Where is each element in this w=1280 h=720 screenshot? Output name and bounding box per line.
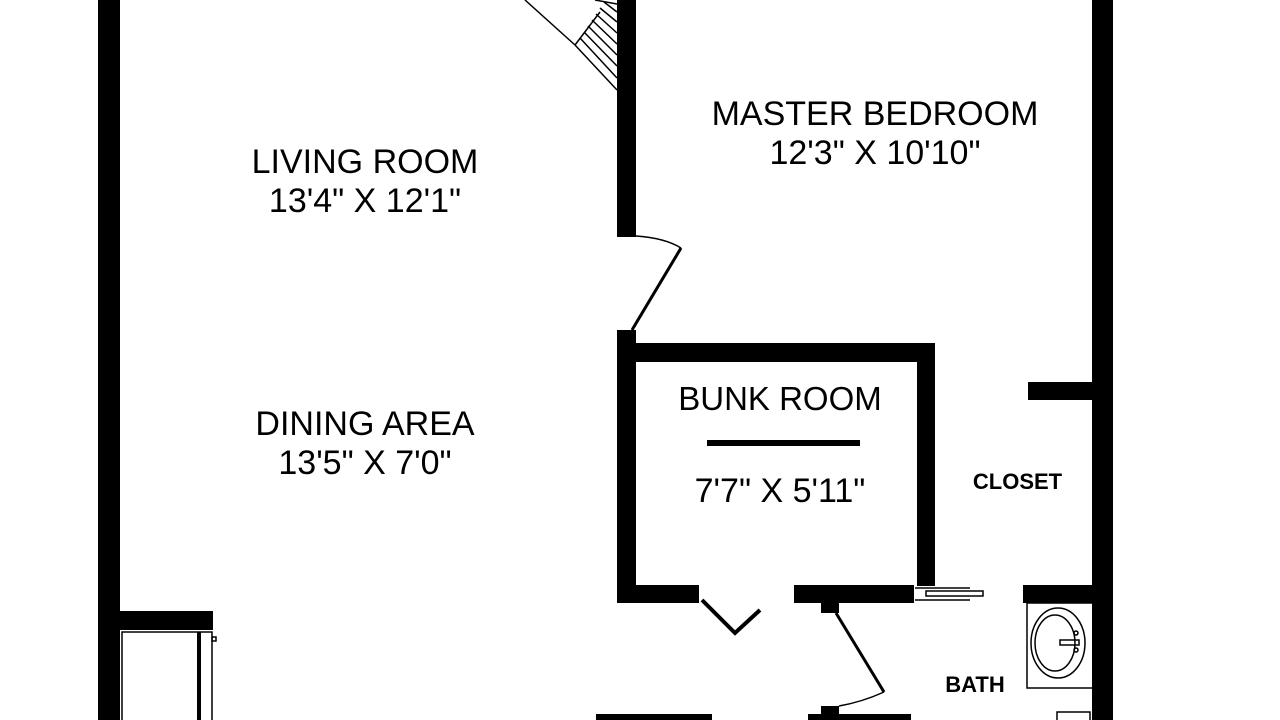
bunk-right-wall: [917, 343, 935, 586]
living-master-wall: [617, 0, 636, 237]
master-bedroom-label: MASTER BEDROOM 12'3" X 10'10": [675, 95, 1075, 173]
bunk-left-wall: [617, 330, 636, 603]
bottom-wall-right: [808, 714, 911, 720]
master-bedroom-size: 12'3" X 10'10": [769, 134, 981, 173]
bunk-room-size: 7'7" X 5'11": [694, 472, 866, 510]
dining-area-label: DINING AREA 13'5" X 7'0": [220, 405, 510, 483]
walls: [98, 0, 1113, 720]
closet-stub-wall: [1028, 382, 1093, 400]
lower-left-wall: [120, 611, 213, 630]
fixtures: [121, 0, 1094, 720]
master-door-swing: [635, 235, 682, 249]
master-bedroom-name: MASTER BEDROOM: [711, 95, 1039, 133]
living-room-label: LIVING ROOM 13'4" X 12'1": [225, 143, 505, 221]
bath-door-leaf: [834, 612, 886, 693]
bunk-bottom-wall-right: [794, 585, 914, 603]
toilet-tank: [1056, 711, 1091, 720]
bath-top-wall: [1023, 585, 1093, 603]
bath-door-swing: [838, 691, 885, 707]
bath-door-jamb-top: [821, 603, 839, 613]
living-room-name: LIVING ROOM: [251, 143, 479, 181]
bunk-top-wall: [617, 343, 935, 362]
living-room-size: 13'4" X 12'1": [268, 182, 462, 221]
stairs: [524, 0, 618, 91]
master-door-leaf: [630, 247, 683, 331]
dining-area-size: 13'5" X 7'0": [278, 444, 452, 483]
bunk-bifold-door: [700, 598, 762, 636]
left-outer-wall: [98, 0, 120, 720]
bunk-divider-line: [707, 440, 860, 446]
right-outer-wall: [1092, 0, 1113, 720]
closet-sliding-door: [915, 587, 984, 601]
bottom-wall-left: [596, 714, 712, 720]
closet-label: CLOSET: [972, 469, 1063, 494]
dining-area-name: DINING AREA: [255, 405, 475, 443]
sink-icon: [1026, 602, 1094, 689]
counter: [121, 631, 213, 720]
bunk-room-name: BUNK ROOM: [678, 380, 882, 417]
bunk-bottom-wall-left: [617, 585, 699, 603]
bath-label: BATH: [945, 672, 1005, 697]
